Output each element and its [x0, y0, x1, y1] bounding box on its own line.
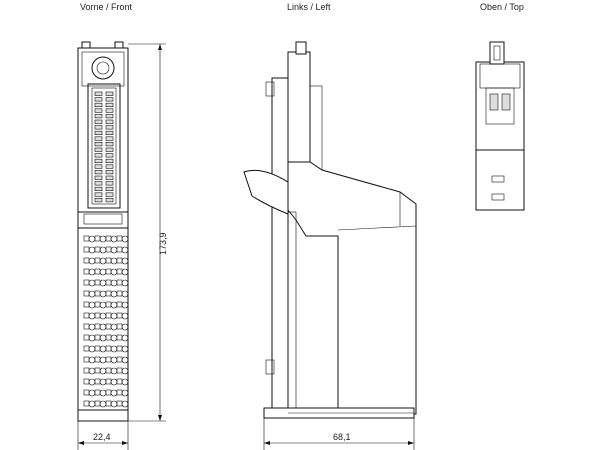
left-depth-dimension: 68,1 — [263, 418, 415, 450]
top-view — [475, 41, 525, 211]
height-dimension: 173,9 — [128, 43, 168, 422]
front-width-text: 22,4 — [93, 432, 111, 442]
top-view-label: Oben / Top — [480, 2, 524, 12]
front-view-label: Vorne / Front — [80, 2, 133, 12]
height-dimension-text: 173,9 — [158, 232, 168, 255]
left-depth-text: 68,1 — [333, 432, 351, 442]
front-view — [77, 41, 129, 422]
left-view-label: Links / Left — [287, 2, 331, 12]
left-view — [243, 41, 417, 419]
front-width-dimension: 22,4 — [77, 421, 129, 450]
